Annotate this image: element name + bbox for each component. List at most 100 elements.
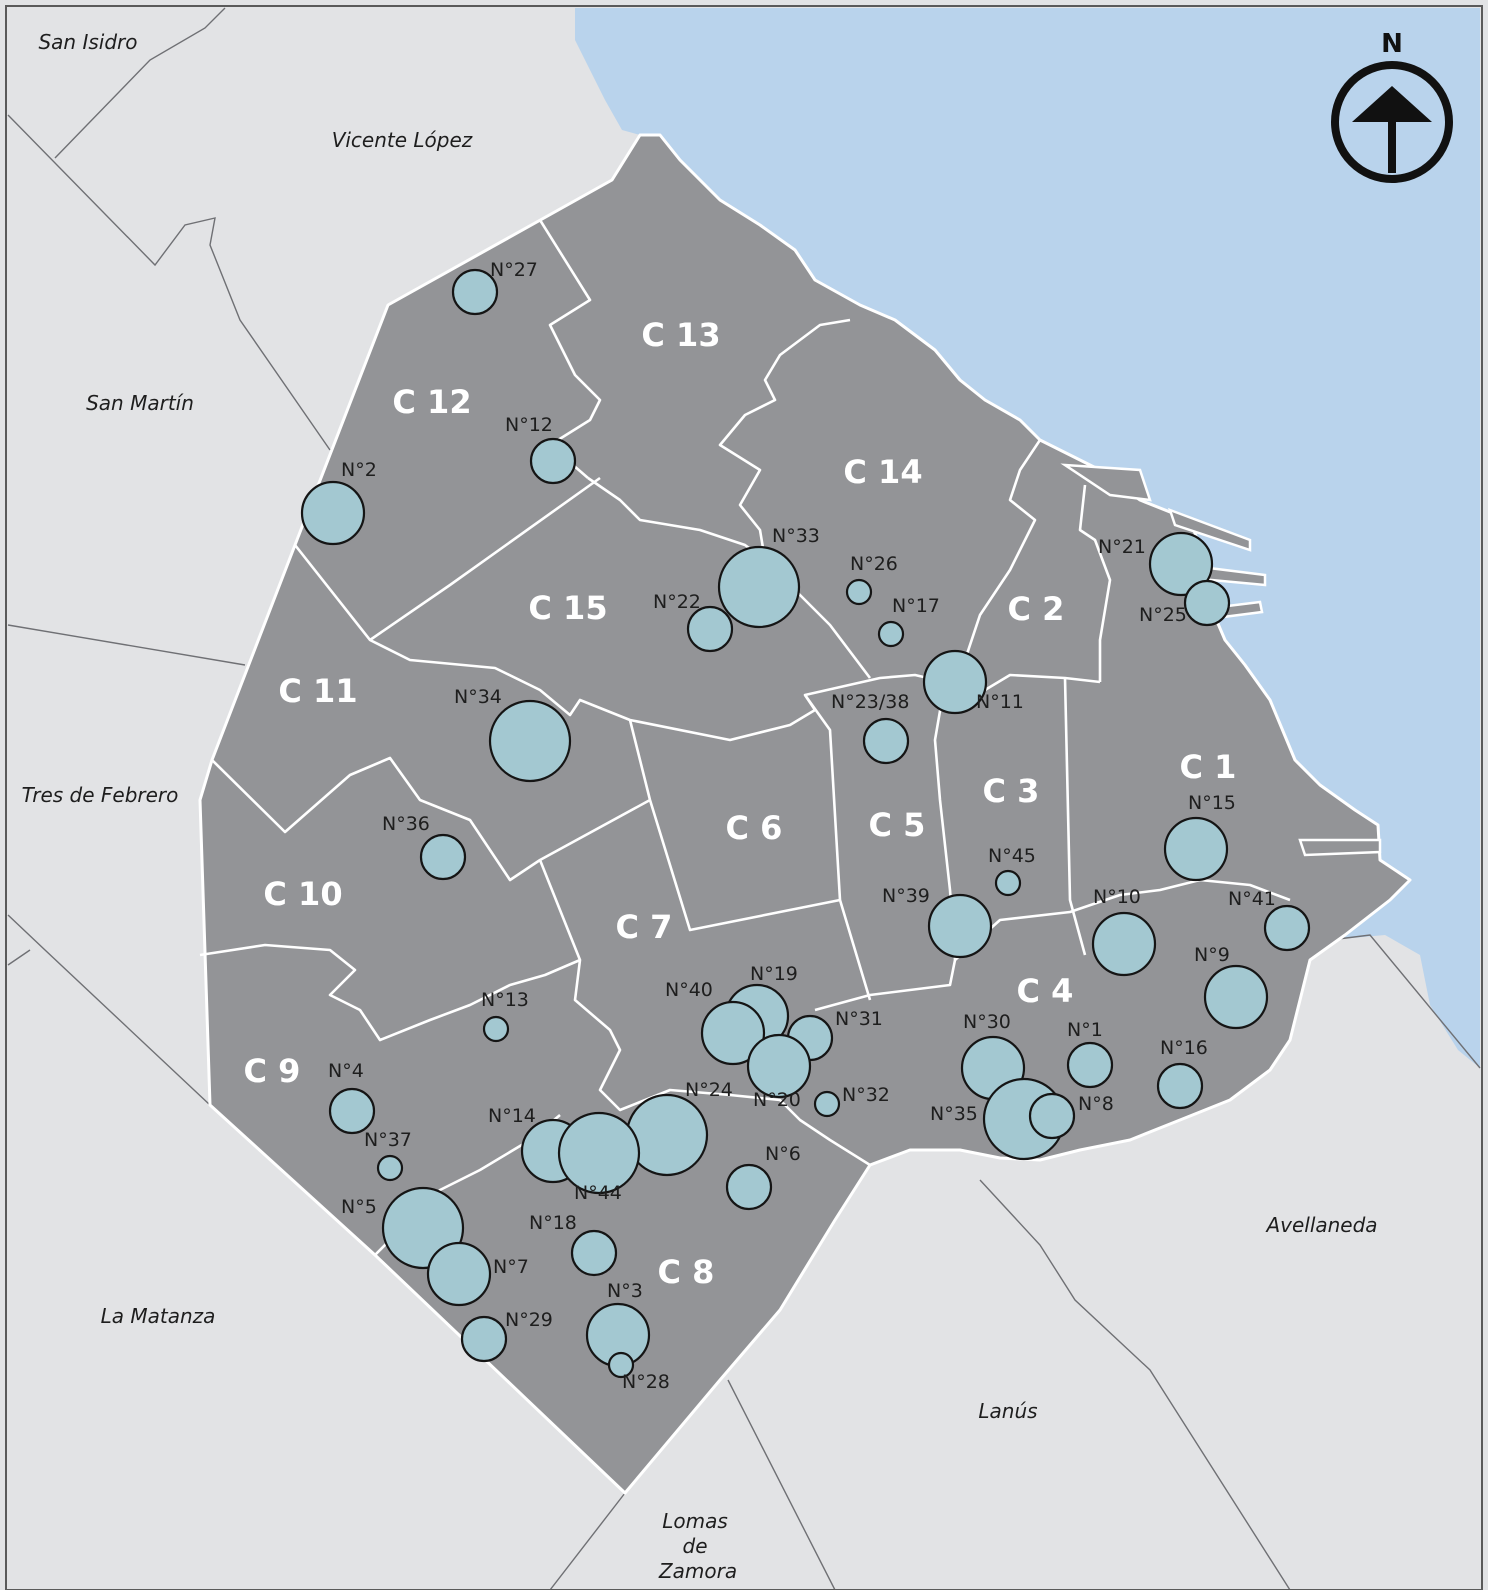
north-arrow-shaft — [1388, 118, 1396, 173]
comuna-label-c6: C 6 — [726, 809, 783, 847]
label-san-martin: San Martín — [86, 391, 194, 415]
site-label-n16: N°16 — [1160, 1037, 1208, 1059]
site-label-n27: N°27 — [490, 259, 538, 281]
comuna-label-c8: C 8 — [658, 1253, 715, 1291]
comuna-label-c12: C 12 — [392, 383, 471, 421]
site-marker-n32[interactable] — [813, 1090, 841, 1118]
site-marker-n28[interactable] — [607, 1351, 635, 1379]
site-marker-n22[interactable] — [686, 605, 734, 653]
label-tres-de-febrero: Tres de Febrero — [22, 783, 179, 807]
site-label-n8: N°8 — [1078, 1093, 1114, 1115]
site-label-n41: N°41 — [1228, 888, 1276, 910]
site-marker-n20[interactable] — [746, 1033, 812, 1099]
comuna-label-c1: C 1 — [1180, 748, 1237, 786]
map-frame — [5, 5, 1483, 1590]
site-label-n28: N°28 — [622, 1371, 670, 1393]
site-marker-n8[interactable] — [1028, 1092, 1076, 1140]
site-label-n6: N°6 — [765, 1143, 801, 1165]
site-label-n7: N°7 — [493, 1256, 529, 1278]
site-marker-n24[interactable] — [625, 1093, 709, 1177]
site-label-n13: N°13 — [481, 989, 529, 1011]
north-arrow-head — [1352, 86, 1432, 122]
site-marker-n37[interactable] — [376, 1154, 404, 1182]
site-marker-n33[interactable] — [717, 545, 801, 629]
site-label-n37: N°37 — [364, 1129, 412, 1151]
site-marker-n2[interactable] — [300, 480, 366, 546]
comuna-label-c4: C 4 — [1017, 972, 1074, 1010]
site-label-n34: N°34 — [454, 686, 502, 708]
site-marker-n4[interactable] — [328, 1087, 376, 1135]
comuna-label-c10: C 10 — [263, 875, 342, 913]
comuna-label-c13: C 13 — [641, 316, 720, 354]
site-label-n5: N°5 — [341, 1196, 377, 1218]
site-marker-n36[interactable] — [419, 833, 467, 881]
site-label-n21: N°21 — [1098, 536, 1146, 558]
site-label-n17: N°17 — [892, 595, 940, 617]
site-label-n4: N°4 — [328, 1060, 364, 1082]
site-label-n1: N°1 — [1067, 1019, 1103, 1041]
label-lomas-de-zamora-line-3: Zamora — [658, 1559, 737, 1583]
site-marker-n21[interactable] — [1148, 531, 1214, 597]
site-marker-n34[interactable] — [488, 699, 572, 783]
site-label-n29: N°29 — [505, 1309, 553, 1331]
site-marker-n26[interactable] — [845, 578, 873, 606]
site-marker-n25[interactable] — [1183, 579, 1231, 627]
north-arrow-icon: N — [1331, 29, 1453, 183]
site-marker-n39[interactable] — [927, 893, 993, 959]
label-la-matanza: La Matanza — [101, 1304, 216, 1328]
site-label-n2: N°2 — [341, 459, 377, 481]
comuna-label-c5: C 5 — [869, 806, 926, 844]
comuna-label-c14: C 14 — [843, 453, 922, 491]
site-marker-n1[interactable] — [1066, 1041, 1114, 1089]
site-marker-n13[interactable] — [482, 1015, 510, 1043]
site-marker-n45[interactable] — [994, 869, 1022, 897]
comuna-label-c11: C 11 — [278, 672, 357, 710]
label-lanus: Lanús — [978, 1399, 1037, 1423]
comuna-label-c2: C 2 — [1008, 590, 1065, 628]
site-marker-n18[interactable] — [570, 1229, 618, 1277]
label-vicente-lopez: Vicente López — [332, 128, 473, 152]
site-marker-n27[interactable] — [451, 268, 499, 316]
site-label-n23-38: N°23/38 — [831, 691, 909, 713]
site-label-n15: N°15 — [1188, 792, 1236, 814]
site-marker-n11[interactable] — [922, 649, 988, 715]
site-label-n3: N°3 — [607, 1280, 643, 1302]
municipality-borders — [7, 7, 1481, 1590]
site-label-n39: N°39 — [882, 885, 930, 907]
site-label-n44: N°44 — [574, 1182, 622, 1204]
site-label-n25: N°25 — [1139, 604, 1187, 626]
site-marker-n44[interactable] — [557, 1111, 641, 1195]
site-marker-n23-38[interactable] — [862, 717, 910, 765]
site-marker-n9[interactable] — [1203, 964, 1269, 1030]
site-label-n33: N°33 — [772, 525, 820, 547]
comuna-label-c15: C 15 — [528, 589, 607, 627]
site-marker-n6[interactable] — [725, 1163, 773, 1211]
site-marker-n16[interactable] — [1156, 1062, 1204, 1110]
site-label-n9: N°9 — [1194, 944, 1230, 966]
site-marker-n29[interactable] — [460, 1315, 508, 1363]
comuna-label-c9: C 9 — [244, 1052, 301, 1090]
site-label-n19: N°19 — [750, 963, 798, 985]
site-marker-n15[interactable] — [1163, 816, 1229, 882]
label-lomas-de-zamora-line-1: Lomas — [662, 1509, 728, 1533]
river-water — [575, 8, 1480, 1068]
site-label-n30: N°30 — [963, 1011, 1011, 1033]
site-marker-n10[interactable] — [1091, 911, 1157, 977]
site-label-n22: N°22 — [653, 591, 701, 613]
site-marker-n41[interactable] — [1263, 904, 1311, 952]
site-label-n45: N°45 — [988, 845, 1036, 867]
label-lomas-de-zamora-line-2: de — [683, 1534, 708, 1558]
site-label-n40: N°40 — [665, 979, 713, 1001]
site-label-n20: N°20 — [753, 1089, 801, 1111]
site-label-n10: N°10 — [1093, 886, 1141, 908]
site-label-n35: N°35 — [930, 1103, 978, 1125]
site-marker-n40[interactable] — [700, 1000, 766, 1066]
site-marker-n12[interactable] — [529, 437, 577, 485]
comuna-label-c7: C 7 — [616, 908, 673, 946]
comuna-label-c3: C 3 — [983, 772, 1040, 810]
site-label-n32: N°32 — [842, 1084, 890, 1106]
site-marker-n17[interactable] — [877, 620, 905, 648]
site-labels: N°27N°12N°2N°33N°26N°17N°21N°25N°22N°11N… — [328, 259, 1276, 1393]
site-marker-n7[interactable] — [426, 1241, 492, 1307]
site-markers — [300, 268, 1311, 1379]
